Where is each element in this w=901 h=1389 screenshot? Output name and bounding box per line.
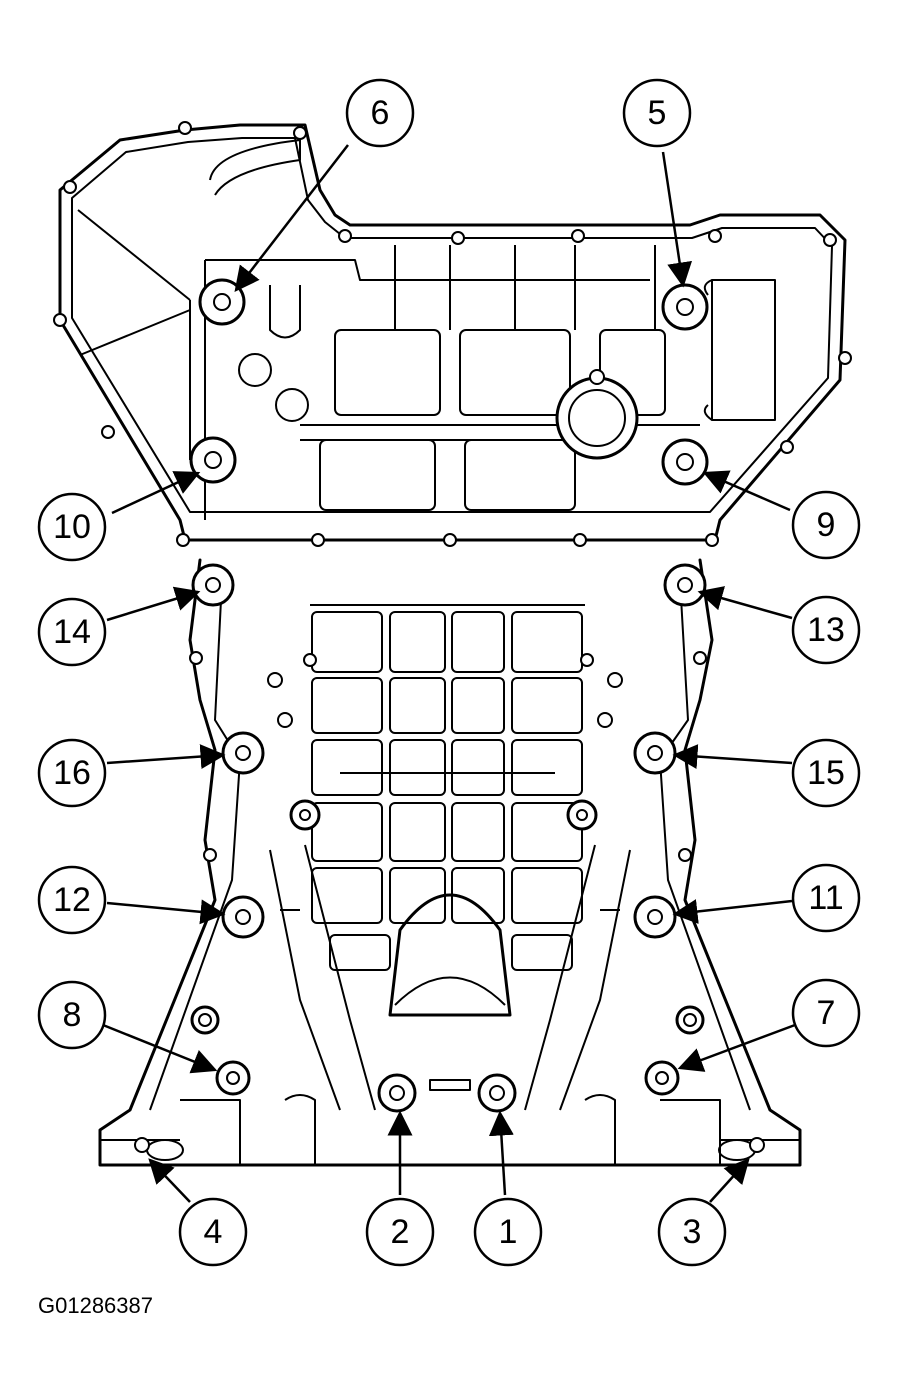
callout-4: 4 bbox=[178, 1197, 248, 1267]
svg-text:10: 10 bbox=[53, 508, 91, 546]
callout-14: 14 bbox=[37, 597, 107, 667]
oil-pan bbox=[98, 558, 802, 1167]
svg-text:1: 1 bbox=[499, 1213, 518, 1251]
svg-text:15: 15 bbox=[807, 754, 845, 792]
callout-9: 9 bbox=[791, 490, 861, 560]
callout-3: 3 bbox=[657, 1197, 727, 1267]
svg-text:4: 4 bbox=[204, 1213, 223, 1251]
callout-15: 15 bbox=[791, 738, 861, 808]
callout-12: 12 bbox=[37, 865, 107, 935]
upper-housing bbox=[53, 121, 852, 547]
pan-grid bbox=[311, 611, 583, 971]
svg-text:9: 9 bbox=[817, 506, 836, 544]
callouts: 6 5 10 9 14 13 16 15 bbox=[37, 78, 861, 1267]
svg-text:16: 16 bbox=[53, 754, 91, 792]
svg-text:12: 12 bbox=[53, 881, 91, 919]
perimeter-holes bbox=[53, 121, 852, 547]
callout-1: 1 bbox=[473, 1197, 543, 1267]
svg-text:7: 7 bbox=[817, 994, 836, 1032]
svg-text:13: 13 bbox=[807, 611, 845, 649]
callout-5: 5 bbox=[622, 78, 692, 148]
callout-7: 7 bbox=[791, 978, 861, 1048]
svg-text:2: 2 bbox=[391, 1213, 410, 1251]
callout-13: 13 bbox=[791, 595, 861, 665]
callout-10: 10 bbox=[37, 492, 107, 562]
callout-16: 16 bbox=[37, 738, 107, 808]
callout-8: 8 bbox=[37, 980, 107, 1050]
svg-text:3: 3 bbox=[683, 1213, 702, 1251]
svg-text:5: 5 bbox=[648, 94, 667, 132]
svg-text:6: 6 bbox=[371, 94, 390, 132]
callout-11: 11 bbox=[791, 863, 861, 933]
figure-id: G01286387 bbox=[38, 1293, 153, 1318]
callout-6: 6 bbox=[345, 78, 415, 148]
callout-2: 2 bbox=[365, 1197, 435, 1267]
svg-text:8: 8 bbox=[63, 996, 82, 1034]
svg-text:11: 11 bbox=[808, 879, 843, 917]
svg-text:14: 14 bbox=[53, 613, 91, 651]
leader-lines bbox=[102, 144, 796, 1203]
